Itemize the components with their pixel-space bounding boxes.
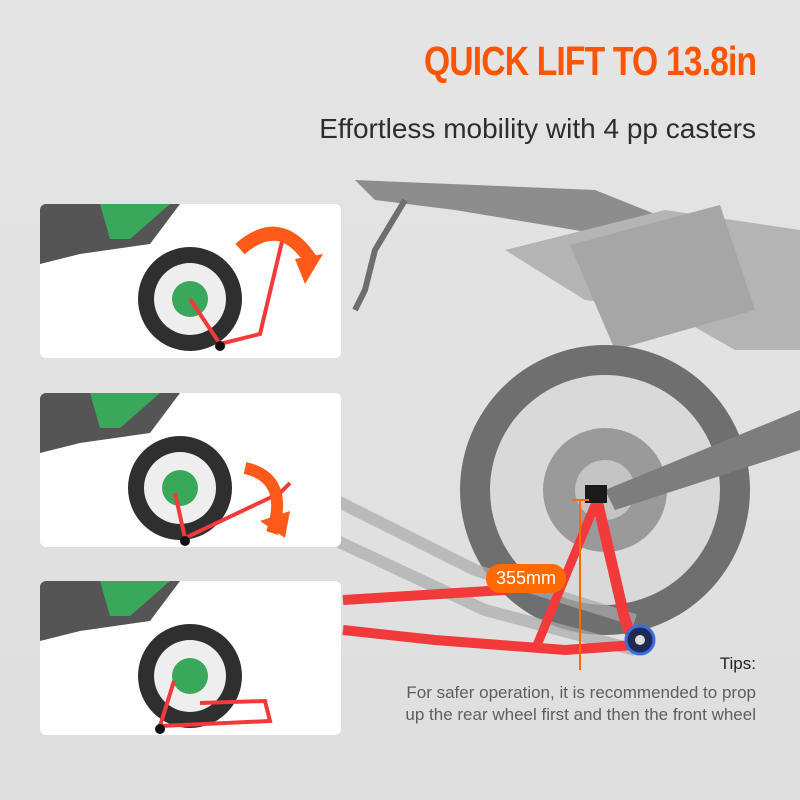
main-bike-illustration [335,180,800,670]
page-title: QUICK LIFT TO 13.8in [423,38,757,84]
tips-title: Tips: [719,654,756,673]
page-subtitle: Effortless mobility with 4 pp casters [319,113,756,144]
step-panel-2 [40,393,341,547]
rotate-arrow-icon [295,254,323,284]
step-panel-3 [40,581,341,735]
step-panel-1 [40,204,341,358]
tips-text: For safer operation, it is recommended t… [405,683,756,724]
measurement-badge: 355mm [486,564,567,593]
rotate-arrow-icon [260,511,290,538]
